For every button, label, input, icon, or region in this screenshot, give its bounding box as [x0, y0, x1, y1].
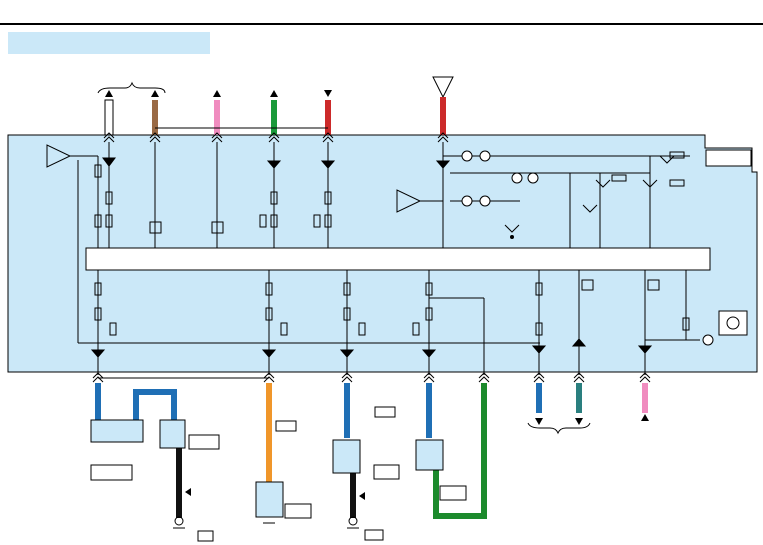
- top-connector-marks: [103, 132, 449, 143]
- internal-circuit-upper: [94, 142, 690, 248]
- bottom-brace: [527, 422, 591, 435]
- led-indicators: [461, 150, 539, 207]
- buzzer-icon: [718, 310, 748, 336]
- transistors-upper: [504, 151, 685, 239]
- internal-circuit-lower: [77, 160, 714, 375]
- bottom-connector-marks: [92, 372, 651, 383]
- header-bar: [0, 0, 763, 25]
- module-label-box: [705, 149, 752, 167]
- input-triangle-mid: [396, 189, 422, 213]
- logic-block: [85, 247, 711, 271]
- top-brace: [97, 81, 166, 94]
- top-arrows: [105, 90, 332, 97]
- label-boxes: [90, 406, 467, 542]
- ground-symbols: [173, 516, 359, 529]
- input-triangle-left: [46, 144, 72, 168]
- top-wires: [104, 97, 446, 136]
- antenna-triangle: [432, 76, 454, 99]
- diagram-title-box: [8, 32, 210, 54]
- bottom-wires: [95, 377, 648, 519]
- bottom-components: [90, 419, 444, 518]
- bottom-arrows: [185, 414, 649, 500]
